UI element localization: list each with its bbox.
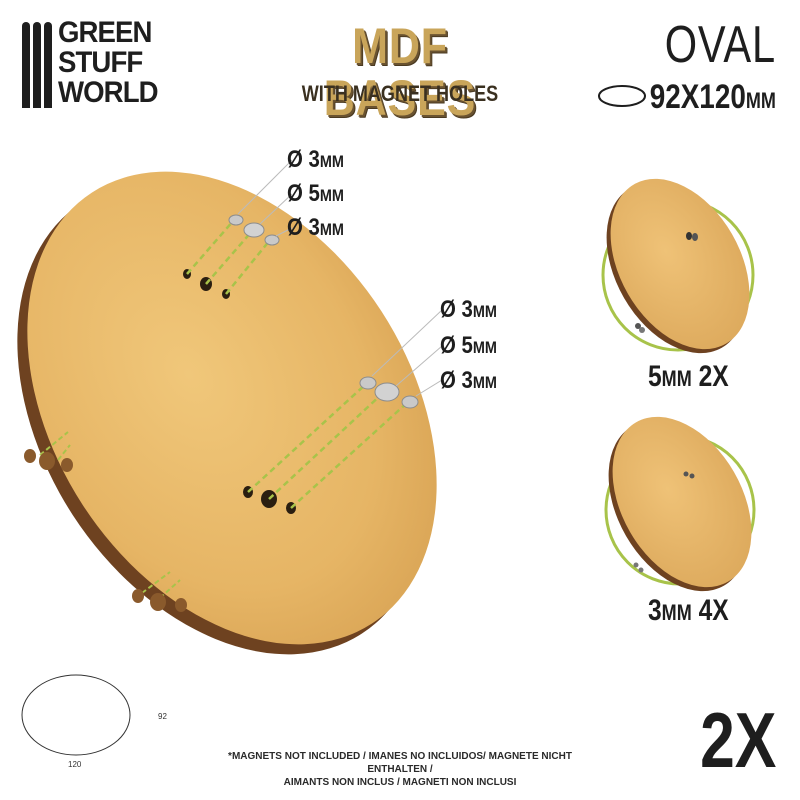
size-unit: MM (745, 88, 776, 113)
option-5mm-caption: 5MM 2X (648, 360, 729, 393)
diagram-length-label: 120 (68, 760, 82, 769)
option-5mm-illustration (601, 178, 755, 354)
underside-magnets-left (24, 431, 73, 472)
size-value: 92X120 (649, 78, 746, 116)
logo-line-3: WORLD (58, 76, 159, 109)
underside-magnets-bottom (132, 571, 187, 612)
brand-logo: GREEN STUFF WORLD (22, 18, 182, 113)
product-title: MDF BASES (323, 18, 477, 126)
logo-stripes-icon (22, 22, 52, 108)
middle-guide-lines (247, 383, 409, 509)
middle-callout-1: Ø 3MM (440, 296, 497, 323)
upper-guide-lines (186, 219, 271, 295)
dimension-diagram (21, 674, 131, 756)
disclaimer: *MAGNETS NOT INCLUDED / IMANES NO INCLUI… (225, 750, 575, 789)
middle-magnets-icon (359, 376, 419, 409)
middle-callout-2: Ø 5MM (440, 332, 497, 359)
product-subtitle: WITH MAGNET HOLES (301, 81, 499, 106)
pack-count: 2X (699, 696, 776, 784)
middle-callout-3: Ø 3MM (440, 367, 497, 394)
large-oval-base (17, 171, 437, 655)
upper-callout-3: Ø 3MM (287, 214, 344, 241)
upper-magnets-icon (228, 214, 280, 246)
size-label: 92X120MM (650, 80, 776, 118)
shape-label: OVAL (664, 16, 776, 74)
disclaimer-line-1: *MAGNETS NOT INCLUDED / IMANES NO INCLUI… (228, 751, 572, 775)
logo-line-2: STUFF (58, 46, 143, 79)
option-3mm-caption: 3MM 4X (648, 594, 729, 627)
upper-callout-2: Ø 5MM (287, 180, 344, 207)
upper-callout-1: Ø 3MM (287, 146, 344, 173)
logo-line-1: GREEN (58, 16, 152, 49)
oval-shape-icon (598, 85, 646, 107)
callout-leaders (237, 159, 443, 397)
disclaimer-line-2: AIMANTS NON INCLUS / MAGNETI NON INCLUSI (283, 777, 517, 788)
option-3mm-illustration (604, 416, 756, 592)
diagram-width-label: 92 (158, 712, 167, 721)
